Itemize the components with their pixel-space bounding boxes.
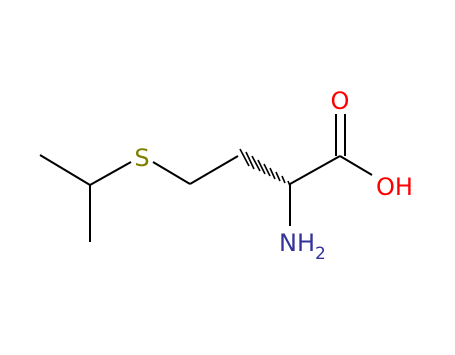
hashed-wedge-bond [239,148,291,187]
bond-ch-sulfur [89,161,132,186]
bond-carboxyl-hydroxyl [339,155,373,176]
bond-ch2-ch2 [189,155,239,185]
hydroxyl-label: OH [376,173,413,201]
carbonyl-oxygen-label: O [331,87,350,115]
amino-label-main: NH [279,229,315,257]
bond-sulfur-ch2 [152,161,191,185]
sulfur-label: S [134,144,149,172]
amino-label-subscript: 2 [315,244,326,264]
amino-label: NH2 [279,229,326,264]
bond-methyl1-ch [39,154,91,186]
bond-alpha-carboxyl [289,155,341,185]
